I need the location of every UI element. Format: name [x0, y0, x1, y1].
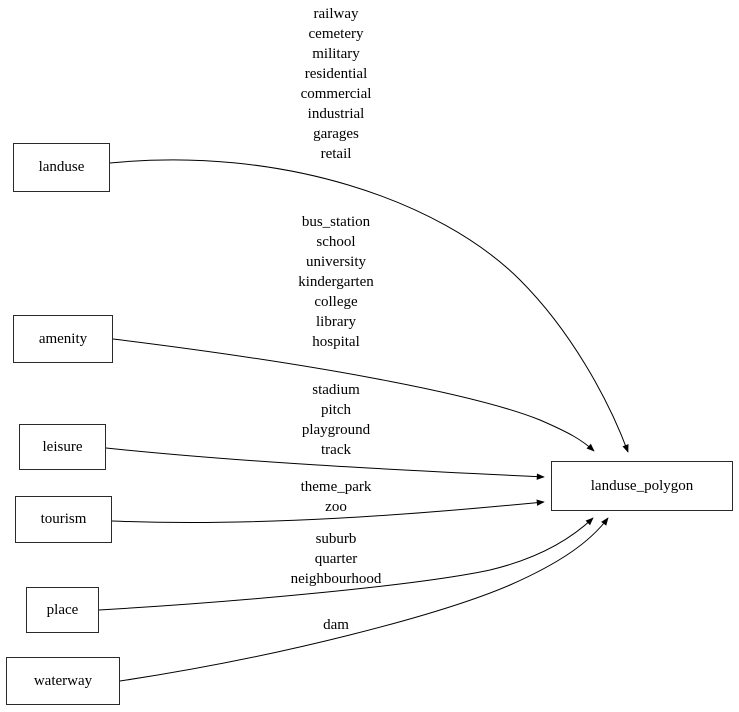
node-waterway-label: waterway [33, 672, 93, 689]
edge-label-line: suburb [315, 531, 357, 547]
edge-labels-landuse: railway cemetery military residential co… [301, 4, 372, 164]
edge-tourism-to-landuse-polygon [111, 499, 545, 523]
node-place-label: place [46, 601, 79, 618]
edge-label-line: theme_park [300, 479, 372, 495]
node-leisure-label: leisure [42, 438, 83, 455]
edge-labels-tourism: theme_park zoo [301, 477, 372, 517]
edge-labels-waterway: dam [323, 615, 349, 635]
edge-label-line: residential [304, 66, 368, 82]
edge-label-line: zoo [325, 499, 347, 515]
node-place: place [26, 587, 99, 633]
node-tourism-label: tourism [40, 511, 87, 527]
edge-label-line: industrial [307, 106, 365, 122]
edge-label-line: neighbourhood [290, 571, 382, 587]
node-amenity-label: amenity [38, 330, 88, 347]
edge-labels-leisure: stadium pitch playground track [302, 380, 370, 460]
node-leisure: leisure [19, 424, 106, 470]
edge-label-line: commercial [300, 86, 372, 102]
edge-label-line: library [316, 314, 356, 330]
edge-label-line: playground [301, 422, 371, 438]
edge-label-line: bus_station [301, 214, 371, 230]
edge-label-line: railway [313, 6, 359, 22]
edge-label-line: track [321, 442, 351, 458]
edge-label-line: dam [323, 617, 349, 633]
node-landuse-polygon: landuse_polygon [551, 461, 733, 511]
edge-label-line: pitch [320, 402, 351, 418]
edge-label-line: cemetery [308, 26, 364, 42]
edge-landuse-to-landuse-polygon [109, 159, 629, 453]
node-waterway: waterway [6, 657, 120, 705]
node-amenity: amenity [13, 315, 113, 363]
edge-labels-place: suburb quarter neighbourhood [291, 529, 382, 589]
node-tourism: tourism [15, 496, 112, 543]
edge-labels-amenity: bus_station school university kindergart… [298, 212, 374, 352]
edge-label-line: university [306, 254, 366, 270]
edge-leisure-to-landuse-polygon [105, 447, 545, 480]
edge-label-line: hospital [312, 334, 360, 350]
edge-waterway-to-landuse-polygon [119, 517, 609, 682]
edge-label-line: military [312, 46, 360, 62]
edge-amenity-to-landuse-polygon [112, 338, 595, 452]
edge-label-line: stadium [312, 382, 360, 398]
edge-label-line: retail [320, 146, 352, 162]
node-landuse-polygon-label: landuse_polygon [590, 477, 694, 494]
edge-label-line: college [314, 294, 358, 310]
edge-label-line: school [316, 234, 356, 250]
node-landuse-label: landuse [38, 159, 85, 175]
edge-label-line: quarter [314, 551, 358, 567]
edge-place-to-landuse-polygon [98, 517, 594, 611]
edge-label-line: kindergarten [298, 274, 374, 290]
node-landuse: landuse [13, 143, 110, 192]
edge-label-line: garages [313, 126, 359, 142]
